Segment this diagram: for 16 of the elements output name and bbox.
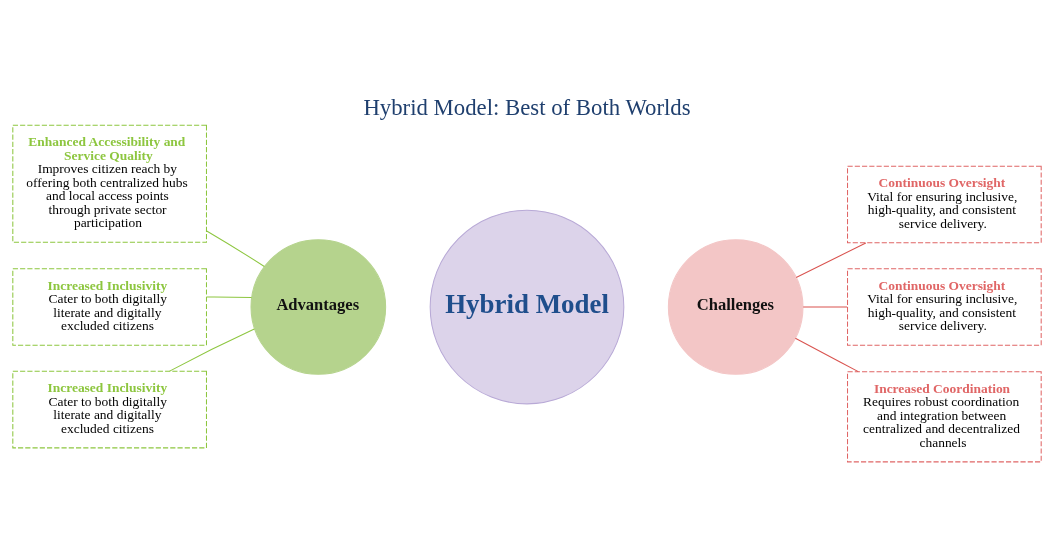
node-circle: Hybrid Model [429,209,625,405]
connector [206,296,253,299]
connector [794,337,859,373]
node-box: Increased Inclusivity Cater to both digitally literate and digitally excluded citizens [12,370,207,449]
connector [802,306,848,308]
node-box: Enhanced Accessibility and Service Quality Improves citizen reach by offering both centralized hubs and local access points through private sector participation [12,124,207,243]
node-box: Continuous Oversight Vital for ensuring inclusive, high-quality, and consistent service delivery. [847,268,1042,346]
connector [206,230,265,267]
node-circle: Advantages [250,239,387,375]
connector [169,328,255,372]
diagram-title: Hybrid Model: Best of Both Worlds [363,94,691,120]
node-box: Continuous Oversight Vital for ensuring inclusive, high-quality, and consistent service delivery. [847,165,1042,244]
node-circle: Challenges [667,239,804,375]
connector [795,242,867,279]
node-box: Increased Inclusivity Cater to both digitally literate and digitally excluded citizens [12,268,207,346]
node-box: Increased Coordination Requires robust coordination and integration between centralized and decentralized channels [847,371,1042,463]
